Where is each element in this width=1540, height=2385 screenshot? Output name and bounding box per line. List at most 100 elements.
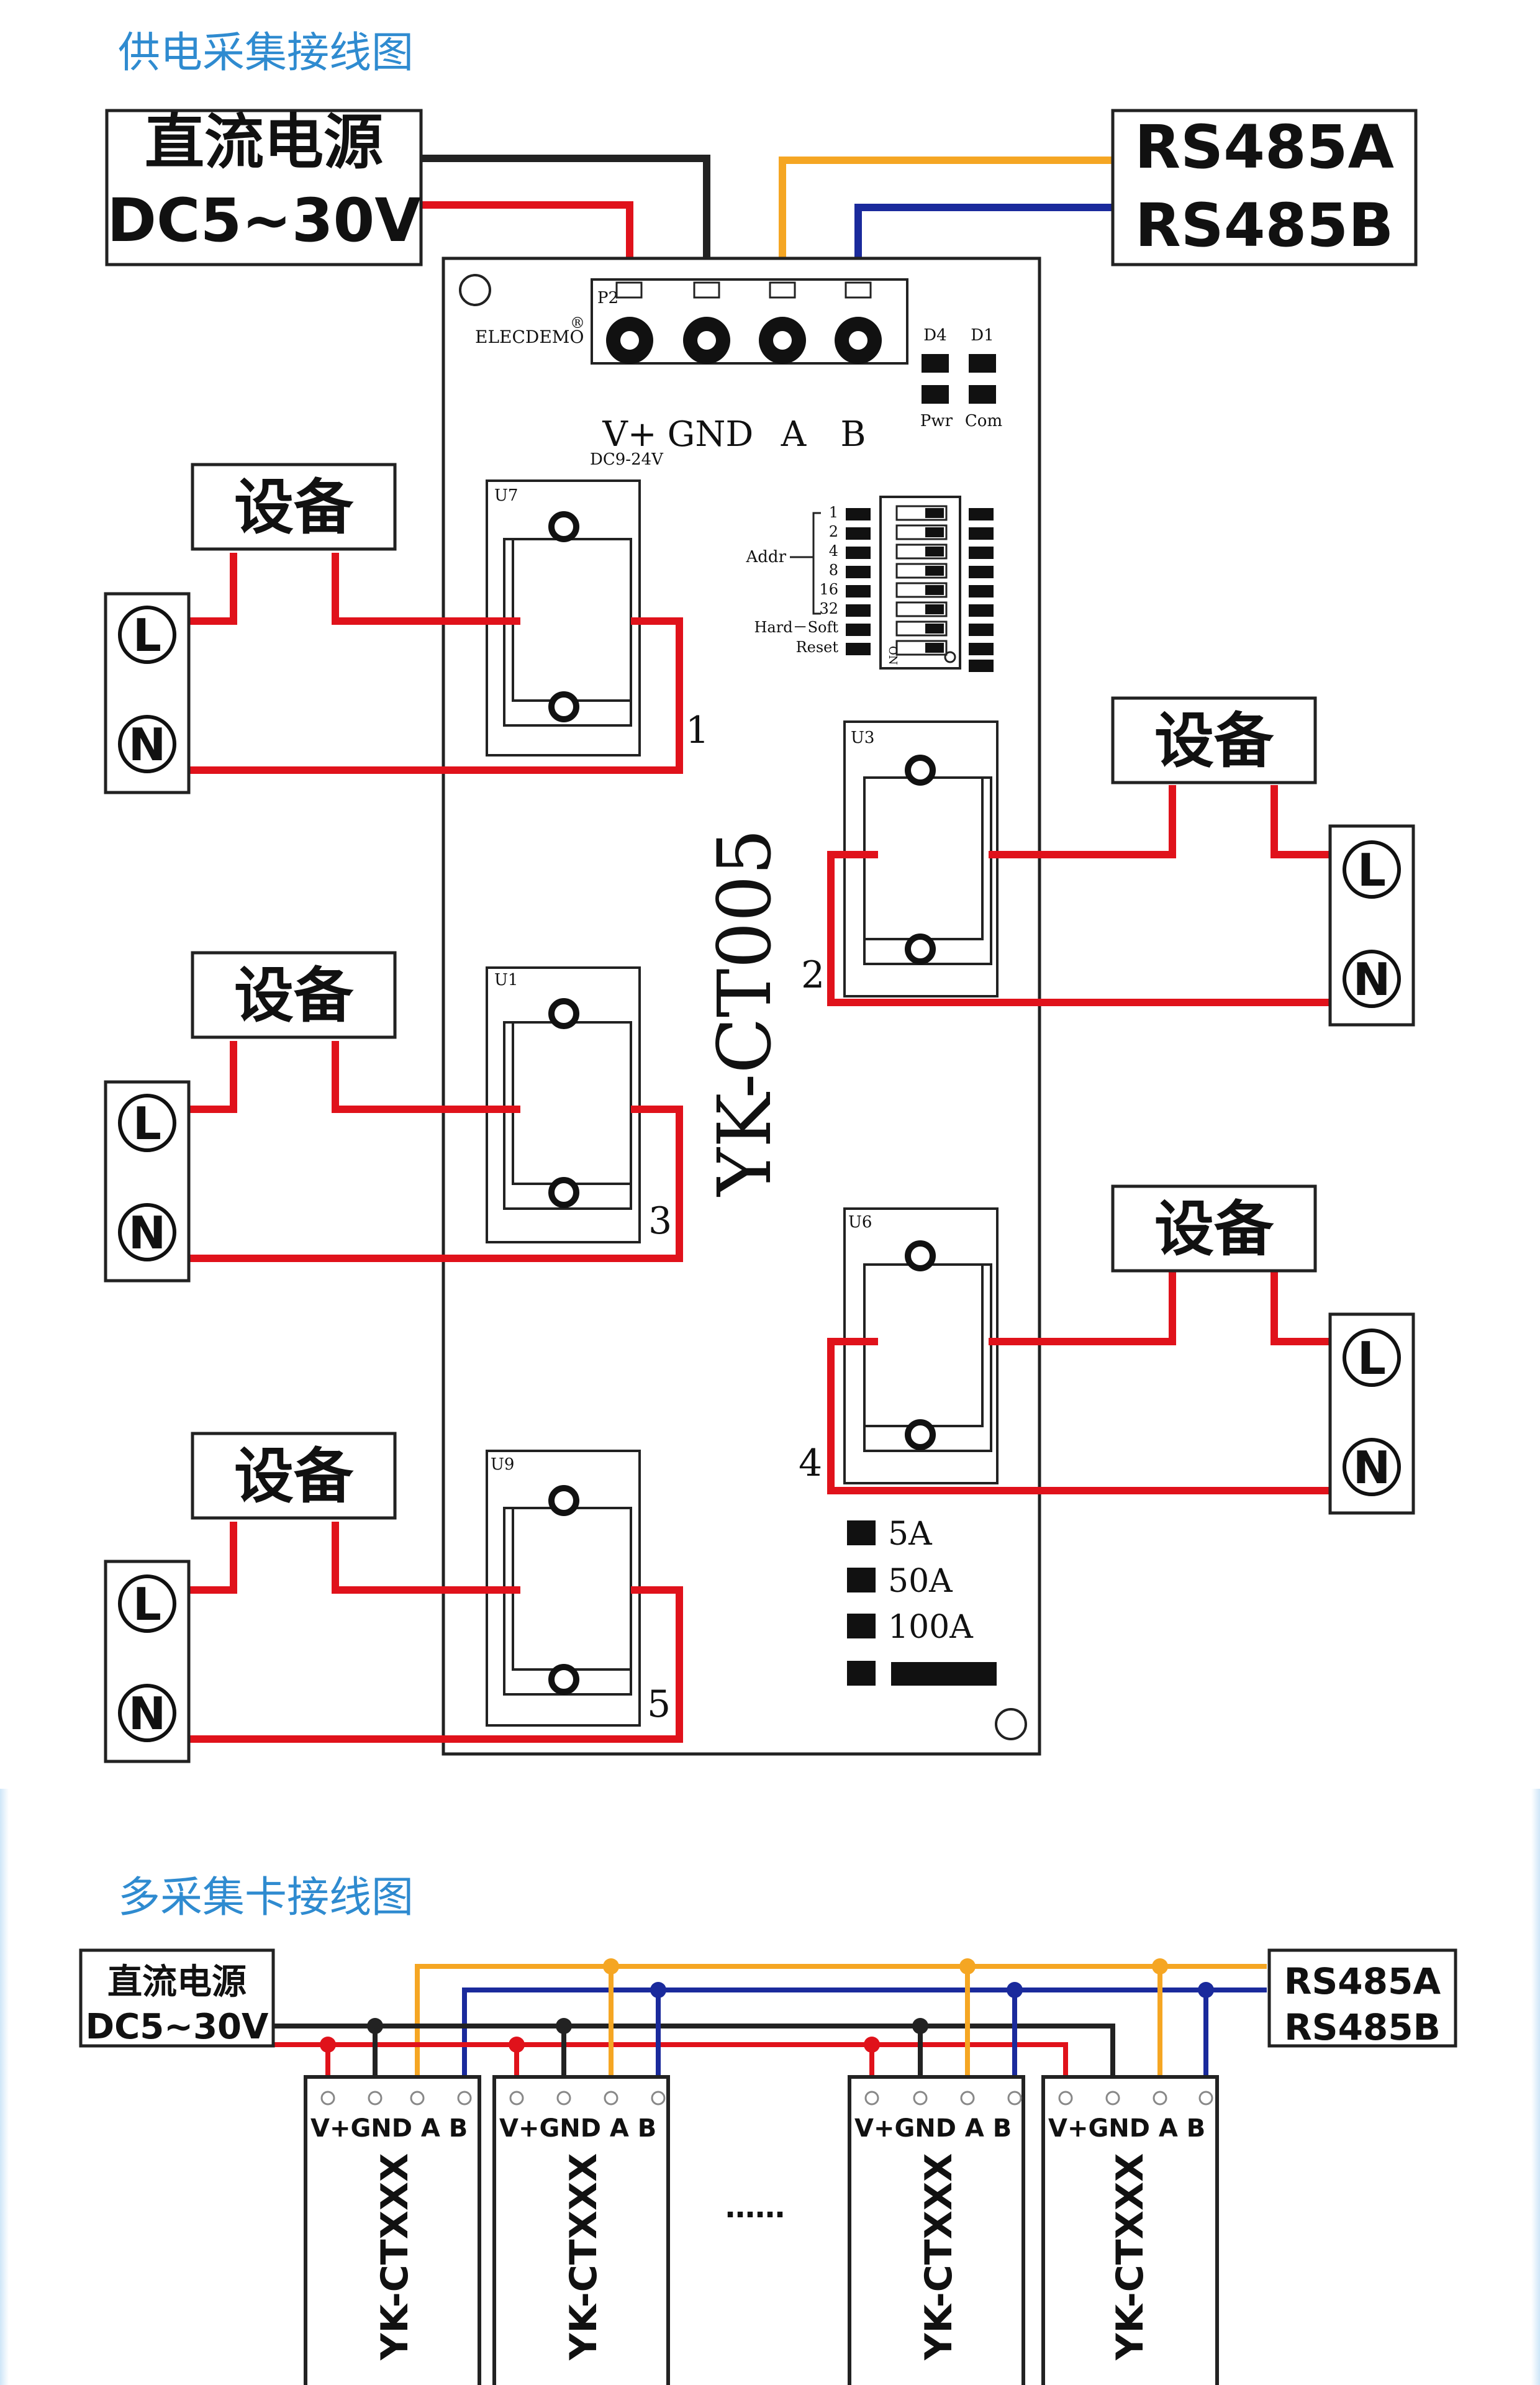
- dip-bit-label: 2: [829, 523, 838, 540]
- load-wire: [186, 1041, 237, 1113]
- n-terminal-icon: [118, 1203, 176, 1261]
- rs485a-label: RS485A: [1135, 112, 1394, 182]
- load-wire: [186, 1106, 683, 1262]
- terminal-screw-icon: [683, 317, 730, 364]
- right-edge-decoration: [1531, 1789, 1540, 2385]
- ln-block: L N: [1328, 824, 1415, 1027]
- terminal-label-vplus: V+: [602, 414, 656, 455]
- brand-label: ELECDEMO: [475, 327, 584, 347]
- load-wire: [186, 617, 683, 774]
- device-box: 设备: [191, 951, 397, 1039]
- svg-text:V+GND A B: V+GND A B: [310, 2114, 468, 2143]
- l-terminal-icon: [1343, 840, 1401, 899]
- svg-text:N: N: [129, 719, 166, 771]
- svg-text:N: N: [1353, 953, 1390, 1006]
- range-marker-icon: [847, 1614, 876, 1638]
- led-ref-d1: D1: [971, 326, 994, 345]
- range-marker-icon: [847, 1568, 876, 1592]
- sensor-ref: U6: [848, 1213, 872, 1232]
- led-label-pwr: Pwr: [920, 412, 953, 430]
- hard-soft-label: Hard－Soft: [754, 619, 839, 636]
- dip-switch: 1 2 4 8 16 32 Addr Hard－Soft Reset: [746, 496, 994, 672]
- power-label-line2: DC5~30V: [86, 2007, 269, 2047]
- svg-text:L: L: [133, 609, 161, 661]
- bus-rs485a: [415, 1964, 1267, 2098]
- led-icon: [922, 385, 949, 404]
- svg-text:设备: 设备: [234, 1442, 354, 1511]
- channel-number: 1: [686, 709, 709, 752]
- terminal-label-a: A: [781, 414, 807, 455]
- dip-on-label: ON: [886, 646, 899, 665]
- card-pins: [320, 2091, 1213, 2106]
- sensor-ref: U9: [491, 1455, 514, 1474]
- power-supply-box-2: 直流电源 DC5~30V: [79, 1948, 275, 2048]
- load-wire: [827, 851, 1329, 1006]
- terminal-screw-icon: [835, 317, 882, 364]
- load-wire: [186, 1586, 683, 1743]
- l-terminal-icon: [118, 1094, 176, 1152]
- load-wire: [1270, 1272, 1329, 1345]
- device-box: 设备: [191, 463, 397, 551]
- svg-text:YK-CTXXX: YK-CTXXX: [373, 2153, 417, 2361]
- rs485b-label: RS485B: [1284, 2006, 1441, 2048]
- led-icon: [969, 385, 996, 404]
- load-wire: [186, 553, 237, 625]
- load-wire: [332, 1041, 520, 1113]
- svg-text:N: N: [129, 1207, 166, 1259]
- svg-text:设备: 设备: [234, 961, 354, 1030]
- load-wire: [989, 1272, 1176, 1345]
- terminal-screw-icon: [759, 317, 806, 364]
- l-terminal-icon: [118, 606, 176, 664]
- svg-text:L: L: [1357, 844, 1386, 896]
- power-label-line1: 直流电源: [145, 107, 383, 177]
- rs485-box-2: RS485A RS485B: [1267, 1948, 1457, 2048]
- n-terminal-icon: [118, 1684, 176, 1742]
- svg-text:V+GND A B: V+GND A B: [1048, 2114, 1205, 2143]
- channel-number: 2: [801, 953, 825, 997]
- svg-text:设备: 设备: [234, 473, 354, 542]
- mounting-hole-icon: [995, 1708, 1027, 1740]
- section1-title: 供电采集接线图: [118, 29, 414, 78]
- load-wire: [186, 1522, 237, 1594]
- brand-mark: ®: [570, 314, 585, 332]
- svg-text:YK-CTXXX: YK-CTXXX: [1108, 2153, 1152, 2361]
- terminal-screw-icon: [606, 317, 653, 364]
- bus-gnd: [273, 2024, 1115, 2098]
- junction-dots: [320, 1958, 1214, 2053]
- led-label-com: Com: [965, 412, 1002, 430]
- dip-bit-label: 8: [829, 561, 838, 579]
- ct-sensor-u7: U7: [486, 479, 641, 756]
- n-terminal-icon: [1343, 950, 1401, 1008]
- dip-bit-label: 32: [819, 600, 838, 617]
- svg-text:L: L: [133, 1578, 161, 1630]
- svg-text:N: N: [129, 1688, 166, 1740]
- svg-text:YK-CTXXX: YK-CTXXX: [917, 2153, 961, 2361]
- ct-sensor-u3: U3: [843, 720, 999, 997]
- collector-card: V+GND A B YK-CTXXX: [304, 2075, 481, 2385]
- load-wire: [332, 1522, 520, 1594]
- collector-card: V+GND A B YK-CTXXX: [492, 2075, 670, 2385]
- bus-rs485b: [462, 1988, 1267, 2098]
- led-icon: [969, 354, 996, 373]
- l-terminal-icon: [118, 1574, 176, 1633]
- section2-title: 多采集卡接线图: [118, 1873, 414, 1922]
- load-wire: [989, 785, 1176, 858]
- range-label-50a: 50A: [888, 1563, 953, 1600]
- board-model: YK-CT005: [702, 829, 787, 1197]
- sensor-ref: U1: [494, 971, 518, 989]
- range-label-5a: 5A: [888, 1515, 933, 1553]
- l-terminal-icon: [1343, 1329, 1401, 1387]
- ct-sensor-u1: U1: [486, 966, 641, 1243]
- sensor-ref: U3: [851, 729, 874, 747]
- power-supply-box: 直流电源 DC5~30V: [105, 107, 423, 266]
- range-label-100a: 100A: [888, 1609, 974, 1646]
- ellipsis: ……: [725, 2190, 785, 2225]
- ln-block: L N: [1328, 1312, 1415, 1515]
- svg-text:设备: 设备: [1154, 1194, 1274, 1264]
- connector-ref: P2: [597, 289, 618, 307]
- svg-text:YK-CTXXX: YK-CTXXX: [562, 2153, 605, 2361]
- svg-text:L: L: [133, 1097, 161, 1150]
- n-terminal-icon: [118, 715, 176, 773]
- power-label-line1: 直流电源: [107, 1962, 247, 2002]
- led-ref-d4: D4: [923, 326, 946, 345]
